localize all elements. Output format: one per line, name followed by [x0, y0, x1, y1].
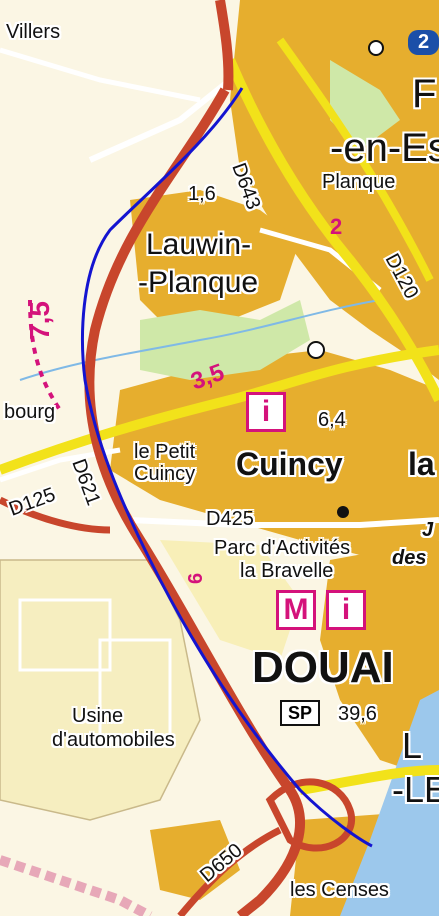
urban-area-north [230, 0, 439, 380]
label-l: L [402, 725, 423, 766]
label-villers: Villers [6, 21, 61, 43]
motorway-d650 [177, 826, 282, 916]
motorway-shield-a2: 2 [408, 30, 439, 55]
main-road-south [299, 765, 439, 795]
distance-39-6: 39,6 [338, 703, 377, 725]
urban-area-lauwin [130, 190, 300, 330]
label-lauwin-1: Lauwin- [146, 228, 252, 261]
main-road-east [276, 37, 434, 282]
distance-1-6: 1,6 [188, 183, 216, 205]
label-petit-cuincy-2: Cuincy [134, 463, 196, 485]
factory-block-1 [18, 598, 112, 672]
minor-road-2 [0, 47, 201, 103]
label-usine-2: d'automobiles [52, 729, 175, 751]
factory-block-2 [98, 638, 172, 742]
tourist-info-icon-douai[interactable]: i [326, 590, 366, 630]
distance-2: 2 [330, 214, 343, 239]
minor-road-3 [129, 517, 439, 528]
motorway-branch [0, 496, 111, 534]
label-le: -LE [392, 769, 439, 810]
sub-prefecture-badge: SP [280, 700, 321, 726]
label-lauwin-2: -Planque [138, 266, 259, 299]
parc-zone [160, 540, 300, 660]
road-d425: D425 [206, 508, 254, 530]
distance-6: 6 [185, 572, 207, 584]
stream [19, 299, 381, 381]
label-en-es: -en-Es [330, 126, 439, 170]
label-bourg: bourg [4, 401, 56, 423]
label-f: F [412, 72, 437, 116]
label-la: la [408, 446, 435, 482]
label-cuincy: Cuincy [236, 446, 343, 482]
roundabout-marker [307, 341, 325, 359]
minor-road-1 [88, 77, 232, 163]
motorway-interchange [265, 778, 356, 852]
label-planque: Planque [322, 171, 396, 193]
canal [340, 690, 439, 916]
label-petit-cuincy-1: le Petit [134, 441, 196, 463]
urban-area-cuincy [110, 350, 439, 560]
forest-patch-1 [140, 300, 310, 380]
church-marker-cuincy [337, 506, 349, 518]
label-douai: DOUAI [252, 643, 394, 692]
label-j: J [422, 519, 434, 541]
route-line [81, 87, 373, 848]
motorway-top [215, 0, 234, 91]
label-des: des [392, 547, 427, 569]
roundabout-marker-2 [368, 40, 384, 56]
label-les-censes: les Censes [290, 879, 389, 901]
label-parc-1: Parc d'Activités [214, 537, 351, 559]
tourist-info-icon-cuincy[interactable]: i [246, 392, 286, 432]
label-parc-2: la Bravelle [240, 560, 334, 582]
museum-icon-douai[interactable]: M [276, 590, 316, 630]
distance-6-4: 6,4 [318, 409, 346, 431]
distance-route-dotted [28, 299, 62, 412]
label-usine-1: Usine [72, 705, 124, 727]
hiking-trail [0, 855, 153, 916]
forest-patch-2 [330, 60, 400, 150]
distance-7-5: 7,5 [24, 301, 55, 340]
main-road-d425 [0, 345, 439, 475]
